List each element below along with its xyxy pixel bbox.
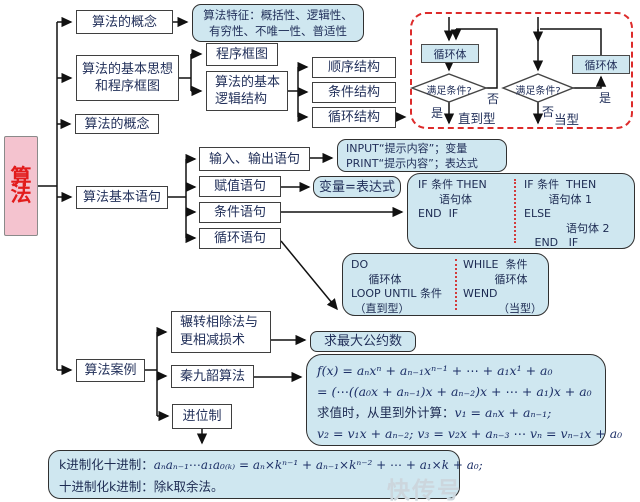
node-loop-statement: 循环语句 — [199, 228, 281, 249]
flowchart-loop-body-1: 循环体 — [421, 44, 479, 63]
detail-assign-syntax: 变量=表达式 — [313, 176, 401, 198]
base-conv-line1: k进制化十进制：aₙaₙ₋₁⋯a₁a₀₍ₖ₎ = aₙ×kⁿ⁻¹ + aₙ₋₁×… — [59, 454, 483, 476]
base-conv-line2-text: 除k取余法。 — [153, 479, 224, 494]
node-assign-statement: 赋值语句 — [199, 176, 281, 197]
node-loop-structure: 循环结构 — [312, 107, 396, 128]
flowchart-condition-2: 满足条件? — [515, 86, 561, 97]
node-cond-statement: 条件语句 — [199, 202, 281, 223]
horner-line3-math: v₁ = aₙx + aₙ₋₁; — [454, 405, 552, 420]
horner-line4: v₂ = v₁x + aₙ₋₂; v₃ = v₂x + aₙ₋₃ ⋯ vₙ = … — [317, 426, 623, 441]
if-syntax-else: IF 条件 THEN 语句体 1 ELSE 语句体 2 END IF — [524, 178, 610, 249]
flowchart-type-while: 当型 — [554, 112, 580, 127]
base-conv-line1-label: k进制化十进制： — [59, 457, 154, 472]
root-node-algorithm: 算 法 — [4, 136, 38, 236]
base-conv-line2: 十进制化k进制：除k取余法。 — [59, 476, 449, 497]
flowchart-yes-2: 是 — [599, 91, 612, 105]
horner-line2: = (⋯((a₀x + aₙ₋₁)x + aₙ₋₂)x + ⋯ + a₁)x +… — [317, 384, 592, 399]
node-program-flowchart: 程序框图 — [206, 43, 278, 66]
flowchart-no-1: 否 — [487, 92, 500, 106]
node-algorithm-concept-1: 算法的概念 — [76, 10, 173, 34]
while-loop-syntax: WHILE 条件 循环体 WEND （当型） — [463, 258, 542, 315]
loop-block-divider — [455, 259, 457, 310]
horner-line3: 求值时，从里到外计算：v₁ = aₙx + aₙ₋₁; — [317, 402, 595, 423]
branch-edges — [145, 16, 407, 445]
node-sequence-structure: 顺序结构 — [312, 57, 396, 78]
detail-if-block: IF 条件 THEN 语句体 END IF IF 条件 THEN 语句体 1 E… — [407, 173, 635, 249]
node-condition-structure: 条件结构 — [312, 82, 396, 103]
node-euclid-method: 辗转相除法与 更相减损术 — [171, 311, 271, 353]
flowchart-yes-1: 是 — [431, 106, 444, 120]
detail-io-syntax: INPUT“提示内容”；变量 PRINT“提示内容”；表达式 — [337, 139, 507, 172]
node-algorithm-features: 算法特征：概括性、逻辑性、 有穷性、不唯一性、普适性 — [192, 4, 364, 42]
flowchart-condition-1: 满足条件? — [426, 86, 472, 97]
horner-line1: f(x) = aₙxⁿ + aₙ₋₁xⁿ⁻¹ + ⋯ + a₁x¹ + a₀ — [317, 363, 553, 378]
flowchart-no-2: 否 — [542, 105, 555, 119]
node-basic-statements: 算法基本语句 — [76, 186, 168, 209]
do-loop-syntax: DO 循环体 LOOP UNTIL 条件 （直到型） — [351, 258, 443, 315]
detail-loop-block: DO 循环体 LOOP UNTIL 条件 （直到型） WHILE 条件 循环体 … — [342, 253, 549, 316]
node-algorithm-cases: 算法案例 — [76, 359, 145, 382]
flowchart-loop-body-2: 循环体 — [572, 55, 630, 74]
condition-diamonds — [410, 73, 575, 103]
node-algorithm-concept-2: 算法的概念 — [75, 114, 159, 134]
if-syntax-simple: IF 条件 THEN 语句体 END IF — [418, 178, 487, 220]
watermark: 快传号 — [387, 478, 462, 502]
node-basic-idea-flowchart: 算法的基本思想 和程序框图 — [76, 55, 179, 101]
condition-diamond-1 — [410, 73, 488, 103]
if-block-divider — [514, 179, 516, 243]
node-io-statement: 输入、输出语句 — [199, 147, 310, 171]
loop-structure-dashed-frame — [410, 12, 633, 129]
flowchart-type-until: 直到型 — [458, 111, 496, 126]
node-qin-jiushao: 秦九韶算法 — [171, 365, 254, 388]
condition-diamond-2 — [501, 73, 575, 103]
main-spine — [38, 16, 73, 376]
horner-line3-label: 求值时，从里到外计算： — [317, 405, 455, 420]
base-conv-line1-math: aₙaₙ₋₁⋯a₁a₀₍ₖ₎ = aₙ×kⁿ⁻¹ + aₙ₋₁×kⁿ⁻² + ⋯… — [153, 458, 483, 472]
detail-base-conversion: k进制化十进制：aₙaₙ₋₁⋯a₁a₀₍ₖ₎ = aₙ×kⁿ⁻¹ + aₙ₋₁×… — [48, 450, 483, 499]
detail-gcd: 求最大公约数 — [310, 331, 416, 352]
detail-horner-formula: f(x) = aₙxⁿ + aₙ₋₁xⁿ⁻¹ + ⋯ + a₁x¹ + a₀ =… — [306, 354, 623, 446]
base-conv-line2-label: 十进制化k进制： — [59, 479, 154, 494]
node-base-system: 进位制 — [172, 404, 232, 429]
node-logic-structure: 算法的基本 逻辑结构 — [206, 71, 288, 111]
flowchart-edges — [443, 17, 607, 125]
